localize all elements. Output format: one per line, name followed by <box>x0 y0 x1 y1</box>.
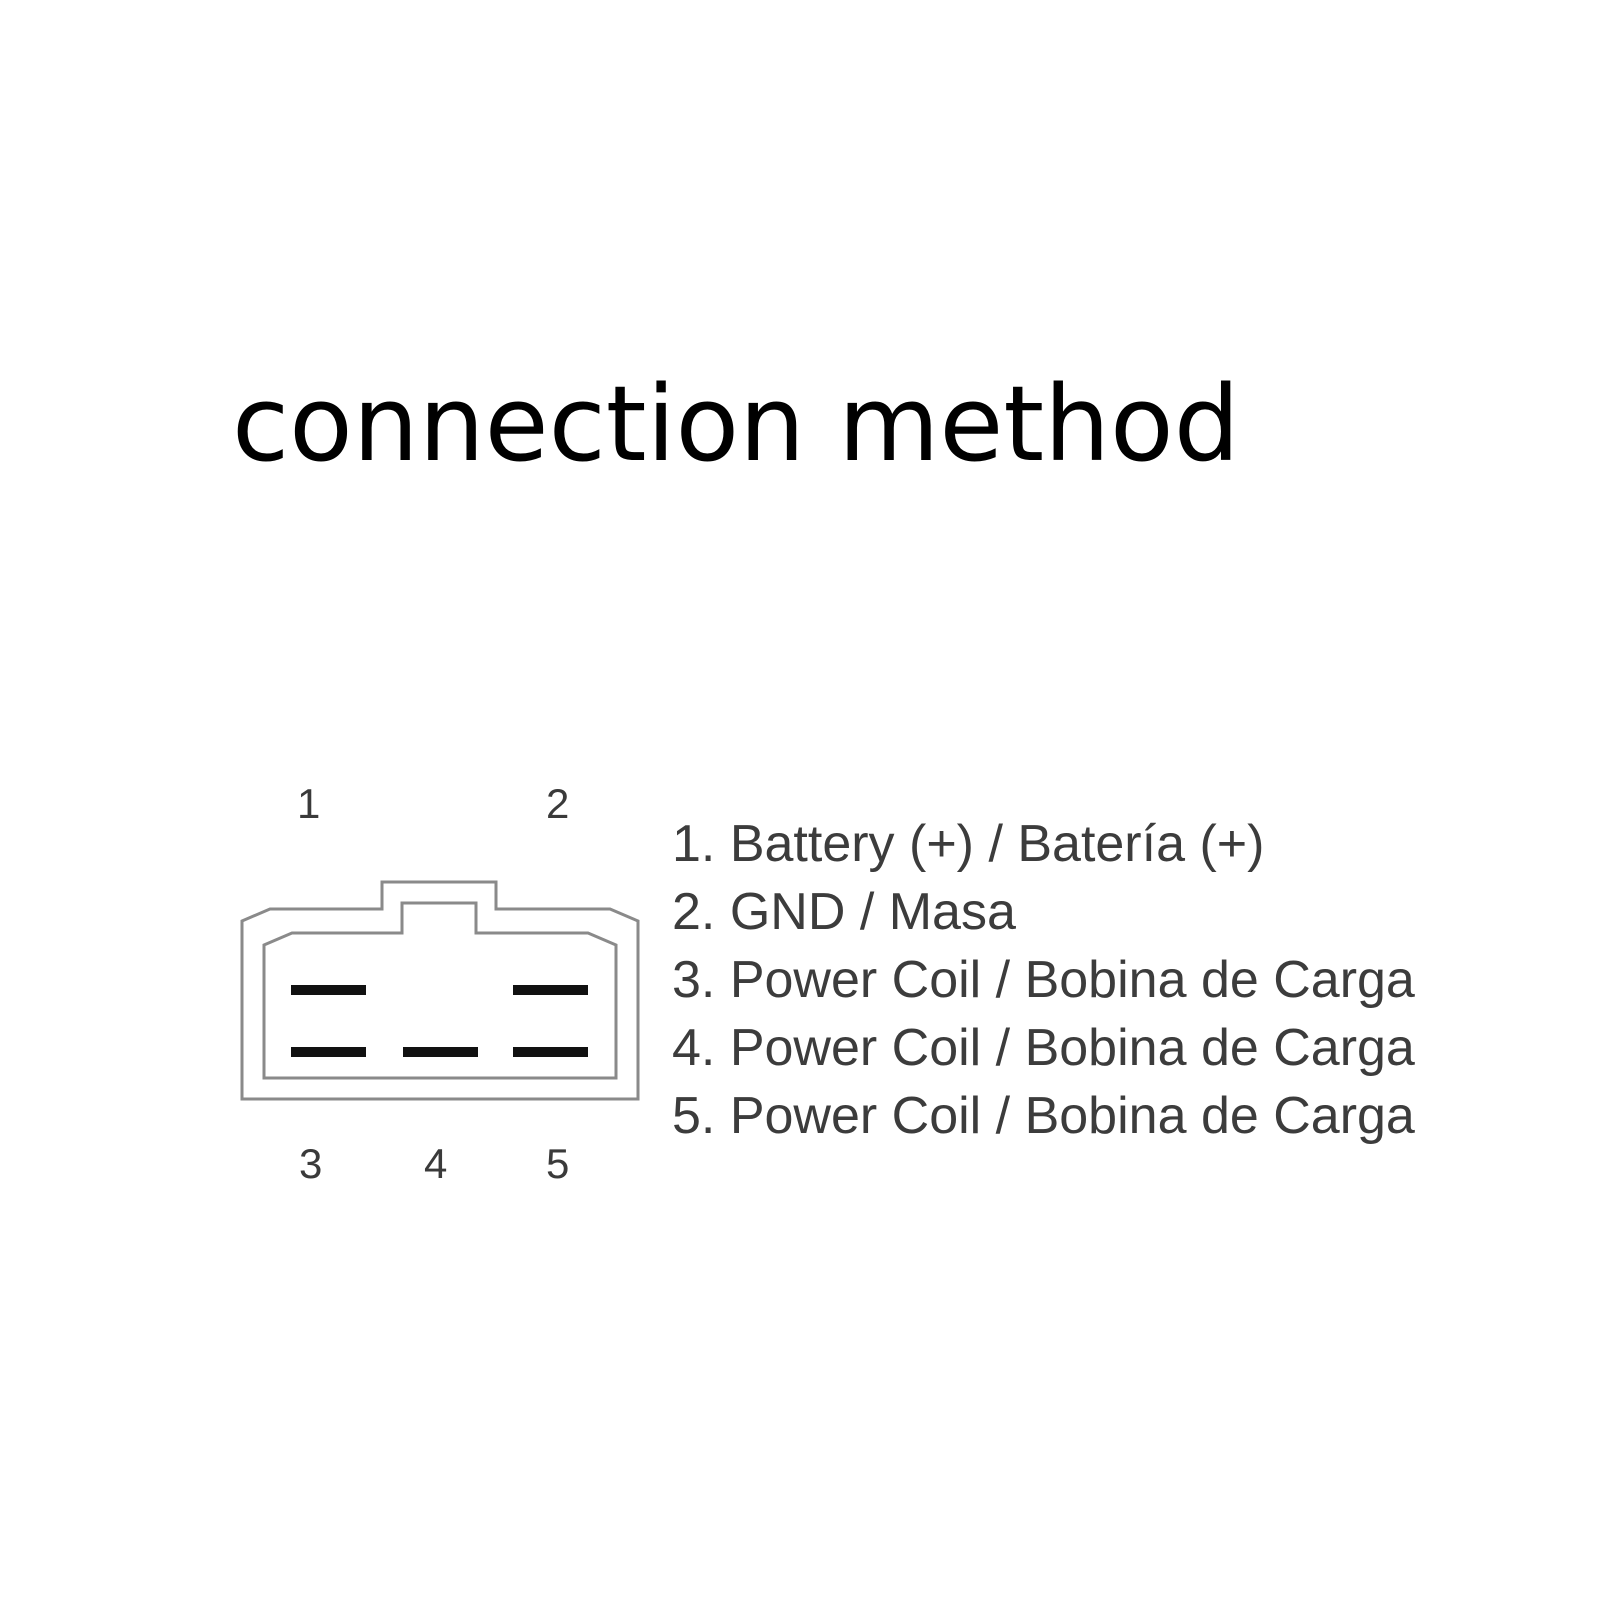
pin-label-2: 2 <box>546 780 570 827</box>
pin-legend: 1. Battery (+) / Batería (+) 2. GND / Ma… <box>672 810 1415 1150</box>
pin-label-1: 1 <box>297 780 321 827</box>
connector-inner-outline <box>262 901 618 1080</box>
legend-item-4: 4. Power Coil / Bobina de Carga <box>672 1019 1415 1077</box>
connector-outer-outline <box>240 880 640 1101</box>
legend-item-3: 3. Power Coil / Bobina de Carga <box>672 951 1415 1009</box>
pin-label-4: 4 <box>424 1140 448 1187</box>
pin-label-5: 5 <box>546 1140 570 1187</box>
legend-item-1: 1. Battery (+) / Batería (+) <box>672 815 1265 873</box>
legend-item-2: 2. GND / Masa <box>672 883 1016 941</box>
pin-label-3: 3 <box>299 1140 323 1187</box>
page-title: connection method <box>232 363 1240 485</box>
legend-item-5: 5. Power Coil / Bobina de Carga <box>672 1087 1415 1145</box>
